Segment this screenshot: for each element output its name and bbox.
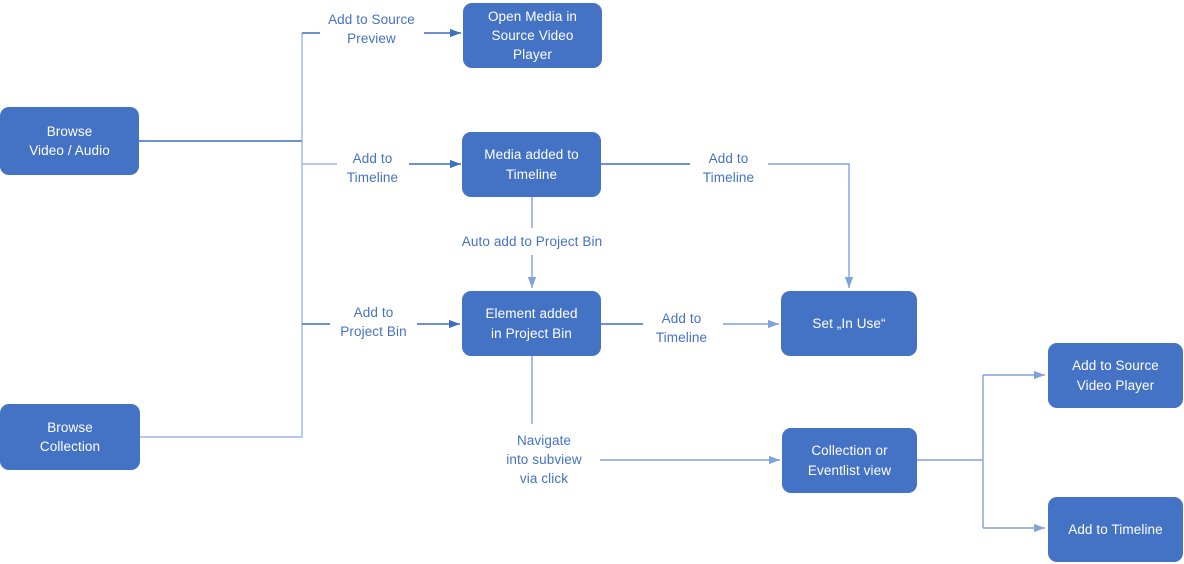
edge-browse-collection-to-trunk — [140, 433, 303, 438]
node-media-added-timeline[interactable]: Media added to Timeline — [462, 132, 601, 197]
edge-label-navigate-into-subview: Navigate into subview via click — [506, 433, 582, 487]
edge-label-add-to-timeline-right: Add to Timeline — [702, 151, 755, 186]
node-browse-video-audio[interactable]: Browse Video / Audio — [0, 107, 139, 175]
node-browse-collection[interactable]: Browse Collection — [0, 404, 140, 470]
edge-label-auto-add-project-bin: Auto add to Project Bin — [461, 234, 603, 249]
node-add-to-timeline-result[interactable]: Add to Timeline — [1048, 497, 1183, 562]
edge-label-add-to-project-bin: Add to Project Bin — [340, 305, 407, 340]
node-open-media-source-player[interactable]: Open Media in Source Video Player — [463, 3, 602, 68]
edge-media-to-set-in-use-right — [768, 163, 854, 288]
edge-label-add-to-source-preview: Add to Source Preview — [328, 12, 415, 47]
edge-label-add-to-timeline-mid: Add to Timeline — [655, 311, 708, 346]
edge-label-add-to-timeline-top: Add to Timeline — [346, 151, 399, 186]
node-add-to-source-video-player[interactable]: Add to Source Video Player — [1048, 343, 1183, 408]
node-element-added-project-bin[interactable]: Element added in Project Bin — [462, 291, 601, 356]
node-set-in-use[interactable]: Set „In Use“ — [781, 291, 917, 356]
node-collection-eventlist-view[interactable]: Collection or Eventlist view — [782, 428, 917, 493]
